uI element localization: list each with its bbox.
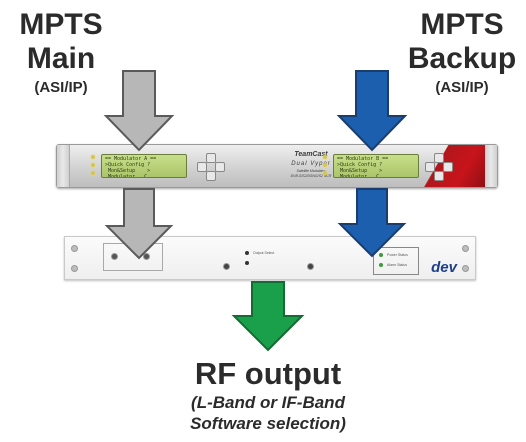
- navigation-keypad-left[interactable]: [197, 153, 225, 181]
- rack-ear-left: [57, 145, 70, 187]
- connector-port: [111, 253, 118, 260]
- backup-input-label: MPTS Backup (ASI/IP): [400, 8, 524, 96]
- selector-knob[interactable]: [307, 263, 314, 270]
- main-input-name: Main: [26, 42, 96, 75]
- backup-input-arrow-lower: [337, 188, 407, 258]
- main-input-format: (ASI/IP): [34, 79, 88, 96]
- rf-output-title: RF output: [194, 356, 342, 391]
- left-key[interactable]: [425, 162, 435, 172]
- lcd-display-left: == Modulator A == >Quick Config ? Mon&Se…: [101, 154, 187, 178]
- device-branding: TeamCast Dual Vyper Satellite Modulator …: [274, 151, 348, 178]
- power-status-label: Power Status: [387, 253, 408, 257]
- status-led: [91, 171, 95, 175]
- status-led: [245, 251, 249, 255]
- model-name: Dual Vyper: [291, 161, 331, 167]
- rf-output-selection-note: Software selection): [190, 414, 346, 434]
- dev-logo: dev: [431, 259, 457, 276]
- main-input-arrow-lower: [104, 188, 174, 260]
- main-input-label: MPTS Main (ASI/IP): [2, 8, 120, 96]
- connector-port: [143, 253, 150, 260]
- status-led: [323, 171, 327, 175]
- model-standards: DVB-S/S2/DSNG/S2 NCR: [290, 174, 332, 178]
- down-key[interactable]: [206, 171, 216, 181]
- backup-input-arrow-upper: [336, 70, 408, 152]
- right-key[interactable]: [443, 162, 453, 172]
- rack-mount-hole: [71, 265, 78, 272]
- main-input-title: MPTS: [19, 8, 103, 41]
- selector-knob[interactable]: [223, 263, 230, 270]
- main-input-arrow-upper: [103, 70, 175, 152]
- rf-output-label: RF output (L-Band or IF-Band Software se…: [150, 358, 386, 435]
- lcd-display-right: == Modulator B == >Quick Config ? Mon&Se…: [333, 154, 419, 178]
- brand-name: TeamCast: [294, 151, 328, 158]
- up-key[interactable]: [206, 153, 216, 163]
- model-description: Satellite Modulator: [296, 169, 326, 173]
- rf-output-band-note: (L-Band or IF-Band: [191, 393, 345, 412]
- status-panel: [373, 247, 419, 275]
- rack-mount-hole: [462, 265, 469, 272]
- power-status-led: [379, 253, 383, 257]
- right-key[interactable]: [215, 162, 225, 172]
- status-led: [245, 261, 249, 265]
- dual-vyper-modulator-unit: == Modulator A == >Quick Config ? Mon&Se…: [56, 144, 498, 188]
- backup-input-title: MPTS: [420, 8, 504, 41]
- status-led: [91, 163, 95, 167]
- backup-input-format: (ASI/IP): [435, 79, 489, 96]
- navigation-keypad-right[interactable]: [425, 153, 453, 181]
- rack-mount-hole: [462, 245, 469, 252]
- status-led: [323, 163, 327, 167]
- output-select-label: Output Select: [253, 251, 275, 255]
- backup-input-name: Backup: [407, 42, 517, 75]
- up-key[interactable]: [434, 153, 444, 163]
- left-key[interactable]: [197, 162, 207, 172]
- status-led: [91, 155, 95, 159]
- alarm-status-led: [379, 263, 383, 267]
- rf-output-arrow: [231, 281, 305, 352]
- alarm-status-label: Alarm Status: [387, 263, 408, 267]
- rack-mount-hole: [71, 245, 78, 252]
- status-led: [323, 155, 327, 159]
- down-key[interactable]: [434, 171, 444, 181]
